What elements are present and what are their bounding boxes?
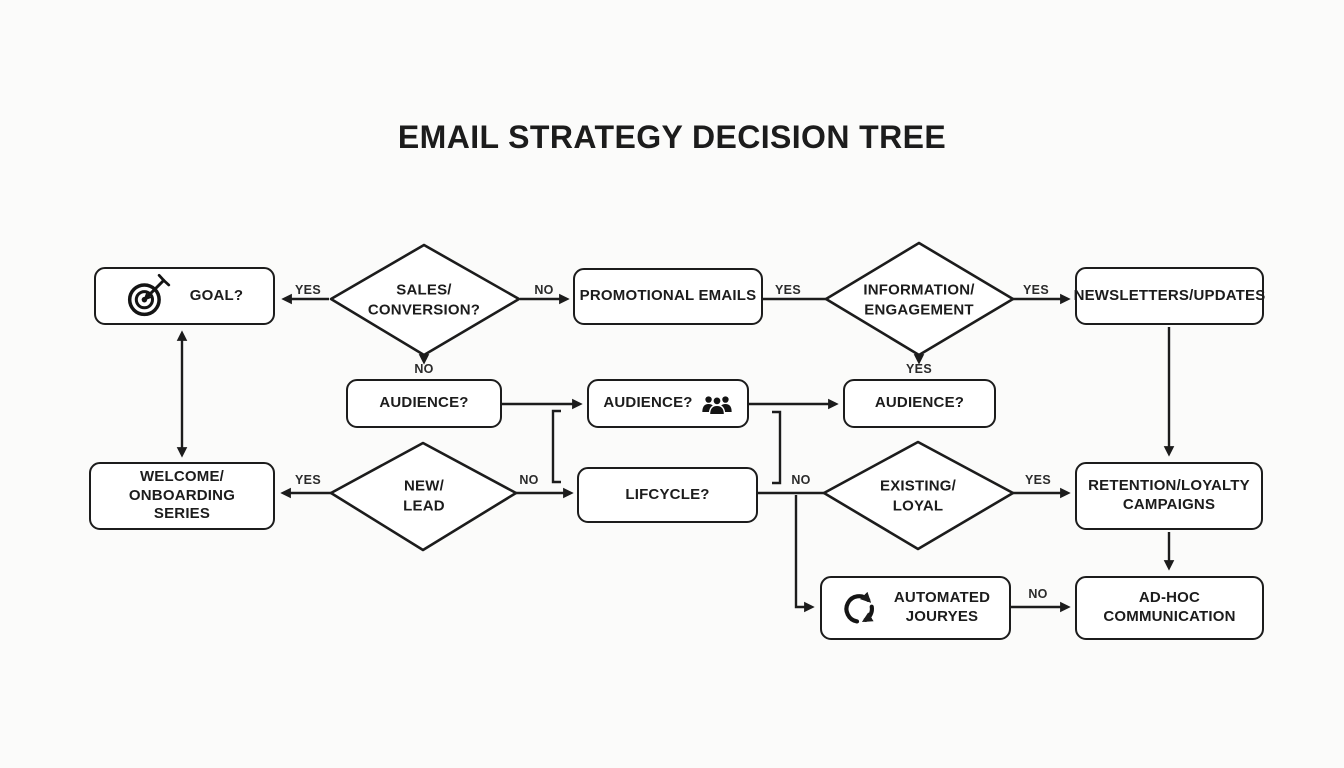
diamond-existing-label: EXISTING/ LOYAL [880,477,956,516]
node-goal-label: GOAL? [189,286,244,304]
node-adhoc-line1: AD-HOC [1138,589,1201,607]
diamond-new-lead-line2: LEAD [403,497,445,514]
label-info-to-newsletters: YES [1023,283,1049,297]
node-audience-left: AUDIENCE? [346,379,502,428]
node-newsletters-updates: NEWSLETTERS/UPDATES [1073,267,1266,325]
cycle-icon [844,591,874,624]
edge-lifecycle-to-automated [794,495,815,613]
node-automated-line1: AUTOMATED [893,589,991,607]
diagram-title: EMAIL STRATEGY DECISION TREE [397,119,947,155]
label-promo-to-info: YES [775,283,801,297]
diamond-sales-label: SALES/ CONVERSION? [368,281,480,320]
node-retention-loyalty: RETENTION/LOYALTY CAMPAIGNS [1075,462,1263,530]
label-existing-to-retention: YES [1025,473,1051,487]
node-welcome-line2: ONBOARDING [128,486,236,504]
diamond-sales-conversion [329,243,521,357]
node-adhoc-communication: AD-HOC COMMUNICATION [1075,576,1264,640]
node-audience-right: AUDIENCE? [843,379,996,428]
label-automated-to-adhoc: NO [1028,587,1048,601]
people-icon [701,395,732,415]
diamond-info-line1: INFORMATION/ [863,281,975,299]
diamond-existing-loyal [822,440,1015,551]
diamond-info-line2: ENGAGEMENT [864,301,974,318]
diamond-existing-line1: EXISTING/ [880,477,956,495]
diamond-new-lead [329,441,518,552]
bracket-connector-right [772,410,782,485]
node-audience-right-label: AUDIENCE? [874,394,965,412]
node-lifecycle: LIFCYCLE? [577,467,758,523]
diamond-information-engagement [824,241,1015,357]
diamond-new-lead-label: NEW/ LEAD [403,477,445,516]
label-sales-to-goal: YES [295,283,321,297]
node-audience-mid-label: AUDIENCE? [603,394,693,412]
diamond-info-label: INFORMATION/ ENGAGEMENT [863,281,974,320]
diamond-existing-line2: LOYAL [892,497,944,514]
node-retention-line2: CAMPAIGNS [1122,496,1216,513]
diamond-sales-line1: SALES/ [396,281,452,299]
node-welcome-line3: SERIES [153,505,211,523]
label-new-to-lifecycle: NO [519,473,539,487]
node-adhoc-line2: COMMUNICATION [1103,608,1236,625]
node-welcome-line1: WELCOME/ [139,467,225,485]
node-audience-mid: AUDIENCE? [587,379,749,428]
label-new-to-welcome: YES [295,473,321,487]
diamond-sales-line2: CONVERSION? [367,301,481,318]
bracket-connector-left [551,409,561,484]
diamond-new-lead-line1: NEW/ [404,477,444,495]
node-audience-left-label: AUDIENCE? [379,394,469,412]
label-info-down: YES [906,362,932,376]
node-automated-journeys: AUTOMATED JOURYES [820,576,1011,640]
node-retention-line1: RETENTION/LOYALTY [1088,477,1250,495]
label-lifecycle-to-existing: NO [791,473,811,487]
node-lifecycle-label: LIFCYCLE? [625,485,710,503]
target-icon [127,273,170,317]
node-welcome-onboarding: WELCOME/ ONBOARDING SERIES [89,462,275,530]
label-sales-to-promo: NO [534,283,554,297]
node-goal: GOAL? [94,267,275,325]
node-promotional-emails-label: PROMOTIONAL EMAILS [579,287,757,305]
node-newsletters-updates-label: NEWSLETTERS/UPDATES [1073,286,1266,304]
node-automated-line2: JOURYES [905,608,979,625]
label-sales-down: NO [414,362,434,376]
node-promotional-emails: PROMOTIONAL EMAILS [573,268,763,325]
